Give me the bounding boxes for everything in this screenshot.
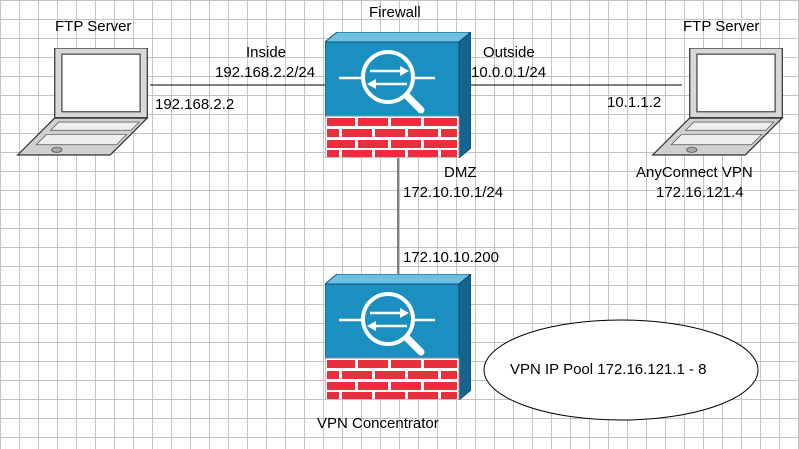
right-laptop-icon[interactable]	[651, 48, 784, 156]
left-laptop-ip: 192.168.2.2	[155, 96, 235, 113]
vpn-concentrator-ip: 172.10.10.200	[403, 249, 499, 266]
anyconnect-vpn-ip: 172.16.121.4	[656, 184, 744, 201]
vpn-concentrator-title: VPN Concentrator	[317, 415, 439, 432]
right-laptop-ip: 10.1.1.2	[607, 94, 662, 111]
firewall-title: Firewall	[369, 4, 421, 21]
right-laptop-title: FTP Server	[683, 18, 760, 35]
dmz-interface-name: DMZ	[444, 164, 477, 181]
anyconnect-vpn-label: AnyConnect VPN	[636, 164, 753, 181]
outside-interface-name: Outside	[483, 44, 535, 61]
vpn-concentrator-icon[interactable]	[325, 274, 471, 400]
vpn-pool-ellipse	[483, 319, 759, 421]
left-laptop-icon[interactable]	[16, 48, 149, 156]
firewall-icon[interactable]	[325, 32, 471, 158]
dmz-interface-ip: 172.10.10.1/24	[403, 184, 504, 201]
vpn-pool-label: VPN IP Pool 172.16.121.1 - 8	[510, 361, 707, 378]
inside-interface-name: Inside	[246, 44, 287, 61]
outside-interface-ip: 10.0.0.1/24	[471, 64, 547, 81]
inside-interface-ip: 192.168.2.2/24	[215, 64, 316, 81]
left-laptop-title: FTP Server	[55, 18, 132, 35]
